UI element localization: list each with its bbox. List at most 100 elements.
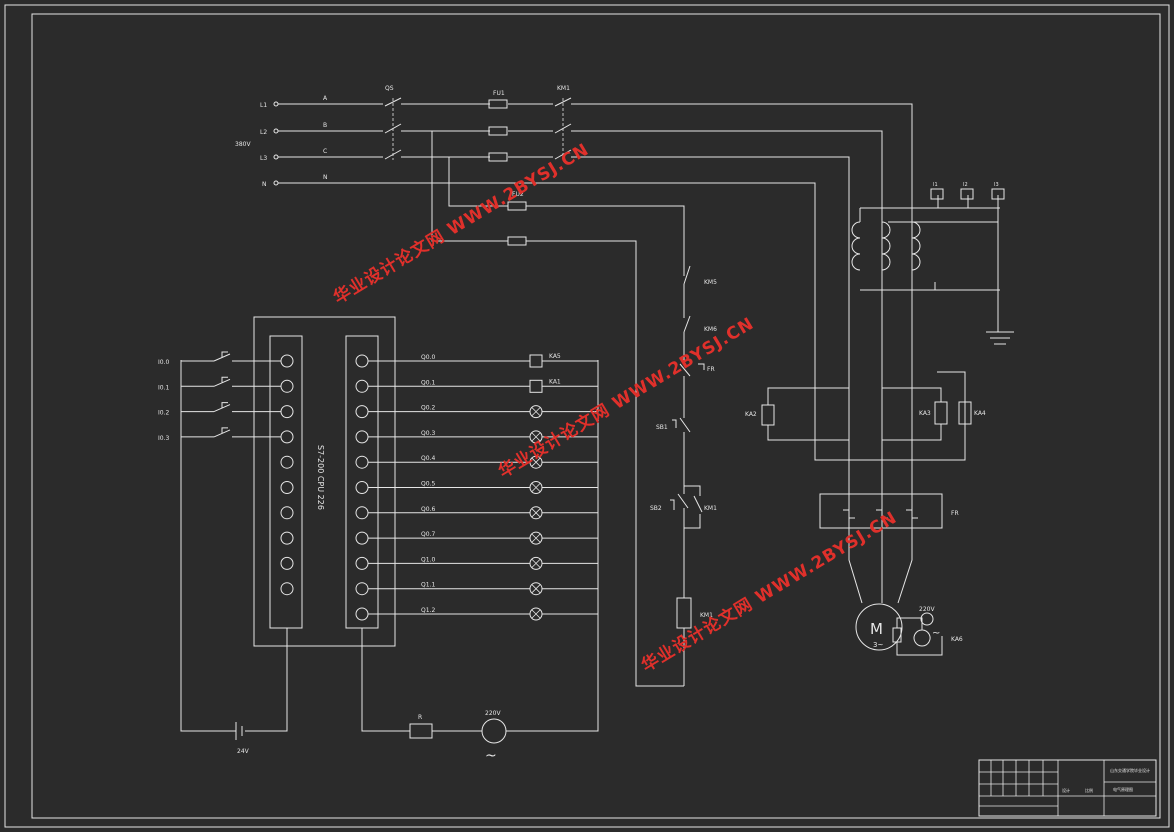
relay-label: KA1 [549, 378, 561, 385]
label-fr: FR [951, 510, 959, 517]
input-label: I0.1 [158, 384, 169, 391]
input-terminal [280, 481, 294, 494]
label-i3: I3 [994, 182, 999, 188]
output-label: Q0.4 [421, 455, 435, 462]
phase-a: A [323, 95, 328, 102]
title-school: 山东交通学院毕业设计 [1110, 767, 1150, 773]
output-label: Q0.1 [421, 379, 435, 386]
motor-ac: ~ [932, 628, 940, 639]
source-ac: ~ [485, 748, 497, 764]
control-circuit: KM5 KM6 FR SB1 SB2 KM1 KM1 [650, 265, 717, 686]
input-terminal [280, 556, 294, 570]
motor-phase: 3~ [873, 641, 883, 649]
motor-220v: 220V [919, 606, 935, 613]
input-label: I0.0 [158, 359, 169, 366]
outer-frame [4, 4, 1170, 828]
label-sb2: SB2 [650, 505, 662, 512]
input-terminal [280, 354, 294, 368]
battery-voltage: 24V [237, 748, 250, 755]
input-terminal [280, 506, 294, 520]
lamp-cross [531, 559, 541, 568]
output-terminal [355, 556, 369, 570]
label-qs: QS [385, 85, 394, 92]
output-label: Q1.2 [421, 607, 435, 614]
label-fr-contact: FR [707, 366, 715, 373]
output-terminal [355, 379, 369, 393]
lamp-cross [531, 457, 541, 467]
output-label: Q0.0 [421, 354, 435, 361]
phase-c: C [323, 148, 327, 155]
output-terminal [355, 582, 369, 596]
label-fu1: FU1 [493, 90, 505, 97]
input-label: I0.2 [158, 410, 169, 417]
relay-label: KA5 [549, 353, 561, 360]
label-i1: I1 [933, 182, 938, 188]
label-km5: KM5 [704, 279, 717, 286]
plc-body [253, 316, 396, 647]
lamp-cross [531, 533, 541, 543]
terminal-l2: L2 [260, 129, 267, 136]
lamp-cross [531, 584, 541, 593]
title-scale: 比例 [1085, 787, 1093, 793]
output-terminal [355, 405, 369, 419]
input-switch [181, 376, 281, 387]
label-km6: KM6 [704, 326, 717, 333]
label-km1-aux: KM1 [704, 505, 717, 512]
terminal-n: N [262, 181, 267, 188]
watermark-1: 华业设计论文网 WWW.2BYSJ.CN [330, 139, 593, 309]
motor-symbol [855, 603, 903, 651]
plc-model: S7-200 CPU 226 [316, 445, 325, 510]
output-terminal [355, 506, 369, 520]
input-terminal [280, 405, 294, 419]
phase-n: N [323, 174, 328, 181]
output-terminal [355, 354, 369, 368]
label-fu2: FU2 [512, 191, 524, 198]
inner-frame [31, 13, 1161, 819]
label-ka6: KA6 [951, 636, 963, 643]
input-switch [181, 427, 281, 438]
watermark-3: 华业设计论文网 WWW.2BYSJ.CN [638, 507, 901, 677]
output-label: Q0.7 [421, 531, 435, 538]
output-terminal [355, 531, 369, 545]
output-label: Q0.3 [421, 430, 435, 437]
watermark-2: 华业设计论文网 WWW.2BYSJ.CN [495, 313, 758, 483]
relay-coil [529, 379, 543, 393]
indicator-lamp-icon [529, 556, 543, 570]
output-terminal [355, 455, 369, 469]
output-label: Q1.0 [421, 556, 435, 563]
indicator-lamp-icon [529, 582, 543, 596]
input-label: I0.3 [158, 435, 169, 442]
motor-m: M [870, 620, 883, 638]
label-ka3: KA3 [919, 410, 931, 417]
output-terminal [355, 481, 369, 494]
label-i2: I2 [963, 182, 968, 188]
indicator-lamp-icon [529, 455, 543, 469]
input-terminal [280, 455, 294, 469]
output-label: Q0.2 [421, 405, 435, 412]
phase-b: B [323, 122, 327, 129]
indicator-lamp-icon [529, 531, 543, 545]
input-terminal [280, 531, 294, 545]
plc-section: S7-200 CPU 226 I0.0I0.1I0.2I0.3 Q0.0 KA5Q… [158, 316, 599, 764]
input-terminal [280, 582, 294, 596]
supply-voltage: 380V [235, 141, 251, 148]
label-km1-main: KM1 [557, 85, 570, 92]
terminal-l3: L3 [260, 155, 267, 162]
input-switch [181, 402, 281, 413]
lamp-cross [531, 508, 541, 518]
lamp-cross [531, 432, 541, 442]
input-terminal [280, 430, 294, 444]
lamp-cross [531, 609, 541, 619]
source-220v: 220V [485, 710, 501, 717]
lamp-cross [531, 483, 541, 492]
label-km1-coil: KM1 [700, 612, 713, 619]
label-ka2: KA2 [745, 411, 757, 418]
input-switch [181, 351, 281, 362]
indicator-lamp-icon [529, 481, 543, 494]
output-label: Q0.6 [421, 506, 435, 513]
indicator-lamp-icon [529, 506, 543, 520]
output-label: Q1.1 [421, 582, 435, 589]
plc-input-strip [269, 335, 303, 629]
label-ka4: KA4 [974, 410, 986, 417]
